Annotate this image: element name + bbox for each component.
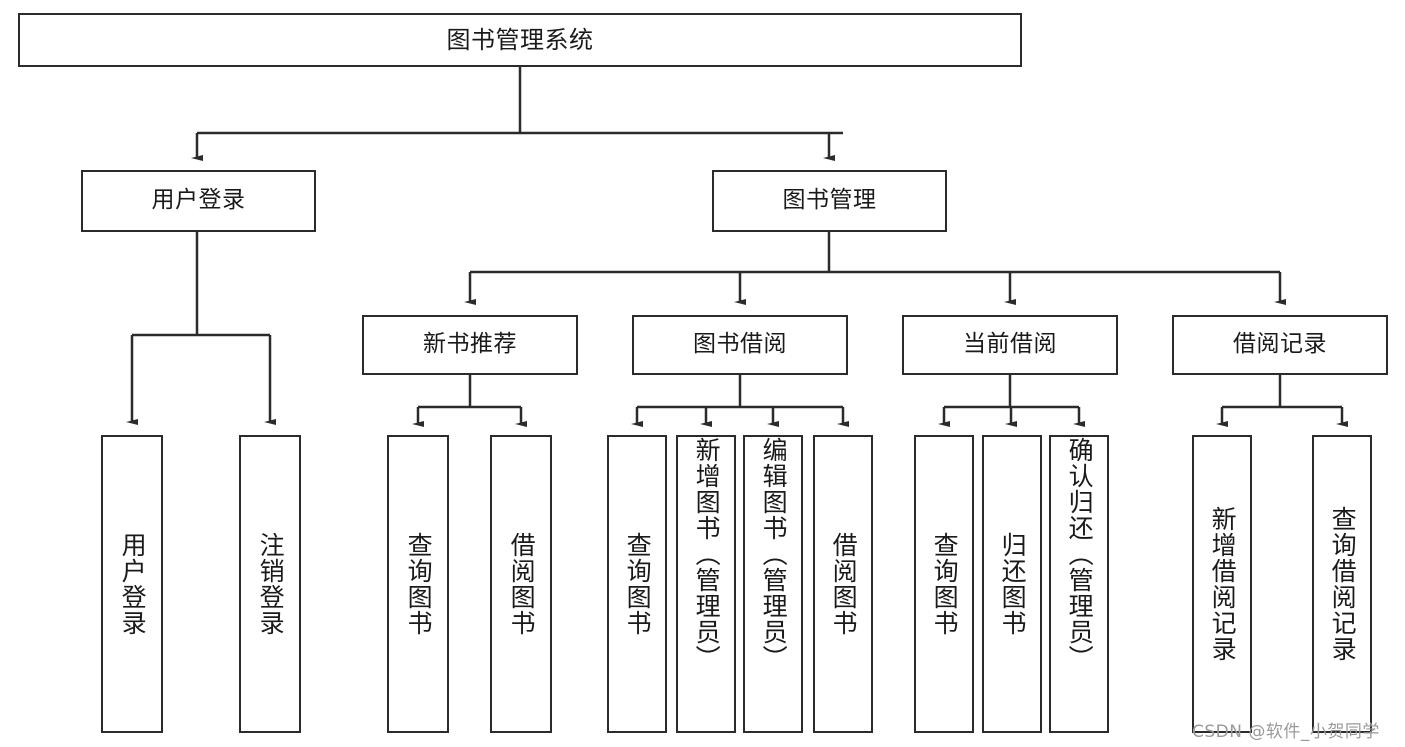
node-label: 确认归还（管理员） [1065,437,1095,671]
leaf-borrow-record-add-record[interactable]: 新增借阅记录 [1192,435,1252,733]
node-label: 注销登录 [256,532,286,636]
node-label: 新增借阅记录 [1208,506,1238,662]
leaf-book-borrow-borrow-book[interactable]: 借阅图书 [813,435,873,733]
node-label: 归还图书 [998,532,1028,636]
node-label: 用户登录 [118,532,148,636]
node-label: 借阅图书 [507,532,537,636]
node-new-book-recommend[interactable]: 新书推荐 [362,315,578,375]
leaf-user-login-logout[interactable]: 注销登录 [239,435,301,733]
leaf-book-borrow-add-book-admin[interactable]: 新增图书（管理员） [676,435,736,733]
leaf-book-borrow-edit-book-admin[interactable]: 编辑图书（管理员） [743,435,803,733]
leaf-book-borrow-query-book[interactable]: 查询图书 [607,435,667,733]
node-label: 新书推荐 [423,331,517,358]
leaf-current-borrow-confirm-return-admin[interactable]: 确认归还（管理员） [1049,435,1109,733]
node-label: 图书管理 [782,187,877,214]
node-user-login[interactable]: 用户登录 [81,170,316,232]
node-label: 查询借阅记录 [1328,506,1358,662]
node-root-book-management-system[interactable]: 图书管理系统 [18,13,1022,67]
node-label: 借阅记录 [1233,331,1327,358]
node-label: 用户登录 [151,187,246,214]
node-label: 查询图书 [930,532,960,636]
node-borrow-record[interactable]: 借阅记录 [1172,315,1388,375]
node-book-management[interactable]: 图书管理 [712,170,947,232]
leaf-user-login-login[interactable]: 用户登录 [101,435,163,733]
node-label: 图书借阅 [693,331,787,358]
node-label: 图书管理系统 [446,25,594,54]
leaf-new-book-borrow-book[interactable]: 借阅图书 [490,435,552,733]
leaf-current-borrow-return-book[interactable]: 归还图书 [982,435,1042,733]
node-label: 借阅图书 [829,532,859,636]
node-label: 编辑图书（管理员） [759,437,789,671]
node-label: 查询图书 [623,532,653,636]
leaf-borrow-record-query-record[interactable]: 查询借阅记录 [1312,435,1372,733]
node-label: 当前借阅 [963,331,1057,358]
csdn-watermark: CSDN @软件_小贺同学 [1192,722,1380,742]
leaf-current-borrow-query-book[interactable]: 查询图书 [914,435,974,733]
node-current-borrow[interactable]: 当前借阅 [902,315,1118,375]
node-book-borrow[interactable]: 图书借阅 [632,315,848,375]
node-label: 查询图书 [404,532,434,636]
leaf-new-book-query-book[interactable]: 查询图书 [387,435,449,733]
node-label: 新增图书（管理员） [692,437,722,671]
